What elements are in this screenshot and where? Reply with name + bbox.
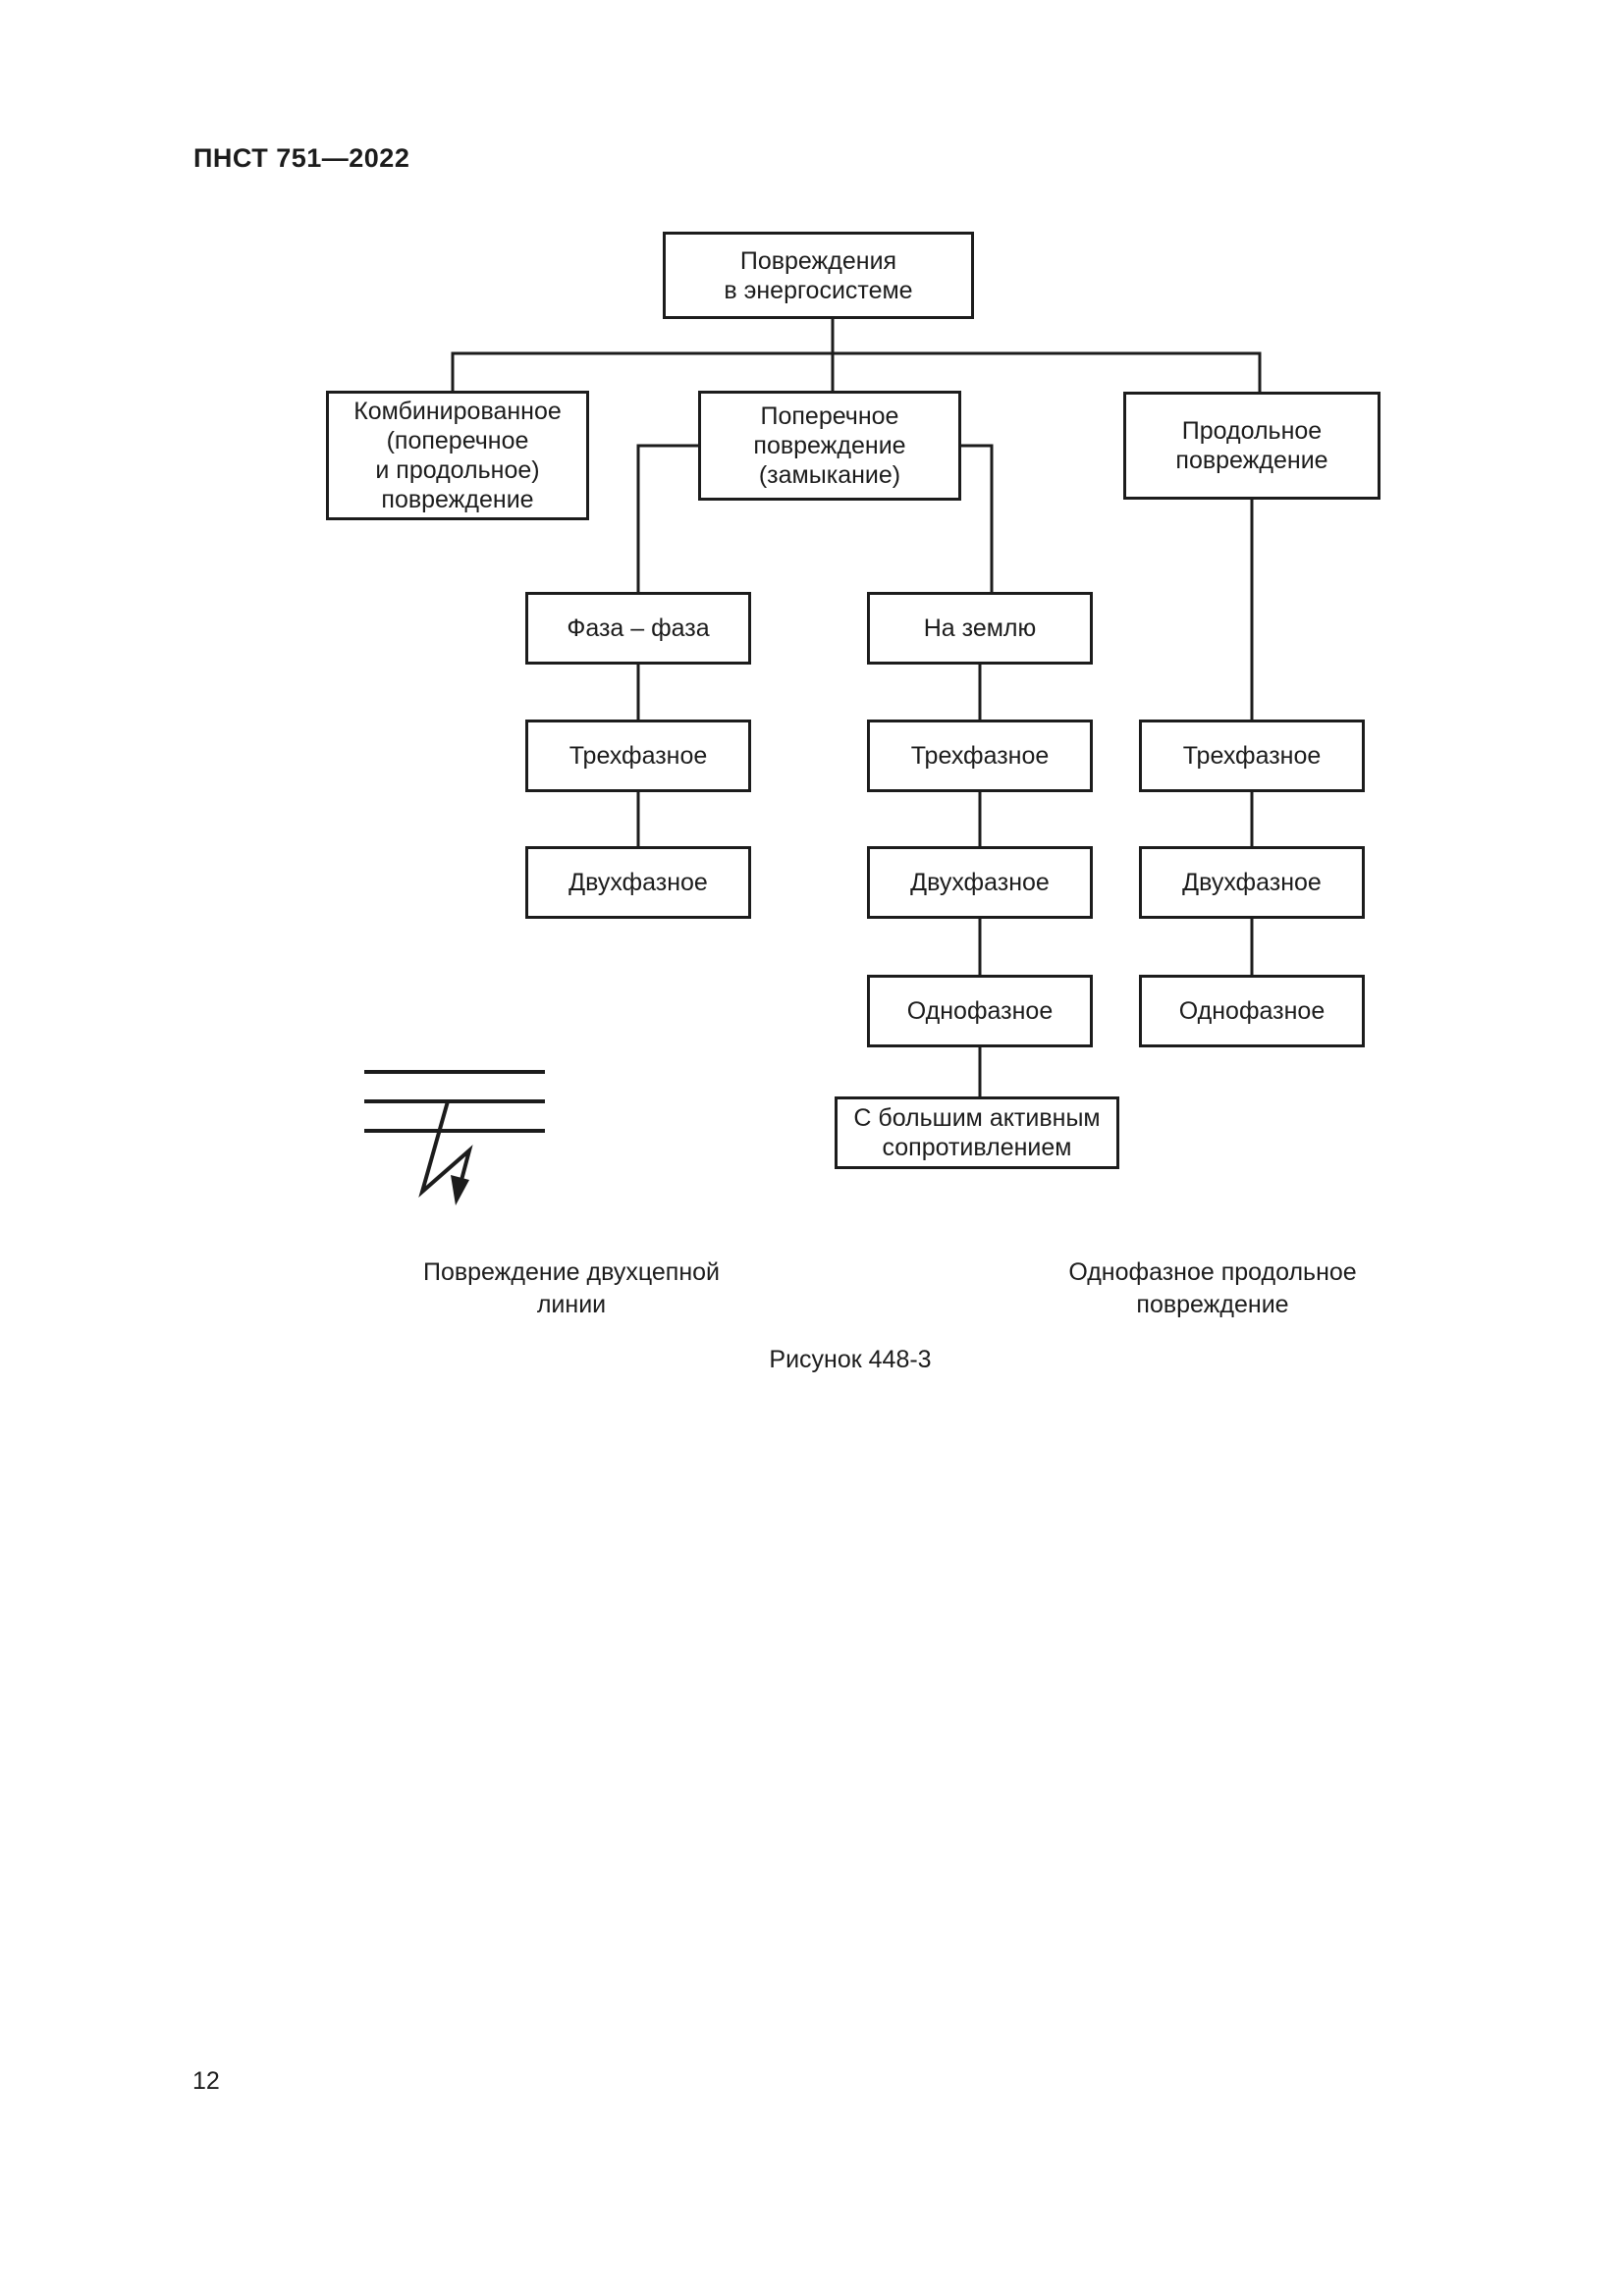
node-three-phase-b: Трехфазное [867,720,1093,792]
node-three-phase-a: Трехфазное [525,720,751,792]
document-header: ПНСТ 751—2022 [193,143,410,173]
node-phase-phase: Фаза – фаза [525,592,751,665]
node-three-phase-c: Трехфазное [1139,720,1365,792]
figure-caption: Рисунок 448-3 [769,1346,932,1373]
caption-single-phase-longitudinal: Однофазное продольное повреждение [1068,1258,1357,1318]
flowchart-connectors [364,319,1262,1205]
node-root: Повреждения в энергосистеме [663,232,974,319]
node-high-resistance: С большим активным сопротивлением [835,1096,1119,1169]
node-transverse-fault: Поперечное повреждение (замыкание) [698,391,961,501]
caption-double-circuit-fault: Повреждение двухцепной линии [423,1258,720,1318]
node-longitudinal-fault: Продольное повреждение [1123,392,1380,500]
node-two-phase-b: Двухфазное [867,846,1093,919]
node-two-phase-c: Двухфазное [1139,846,1365,919]
double-circuit-line-fault-icon [364,1070,545,1205]
node-two-phase-a: Двухфазное [525,846,751,919]
node-combined-fault: Комбинированное (поперечное и продольное… [326,391,589,520]
node-single-phase-b: Однофазное [867,975,1093,1047]
node-single-phase-c: Однофазное [1139,975,1365,1047]
node-to-ground: На землю [867,592,1093,665]
page-number: 12 [192,2067,220,2095]
